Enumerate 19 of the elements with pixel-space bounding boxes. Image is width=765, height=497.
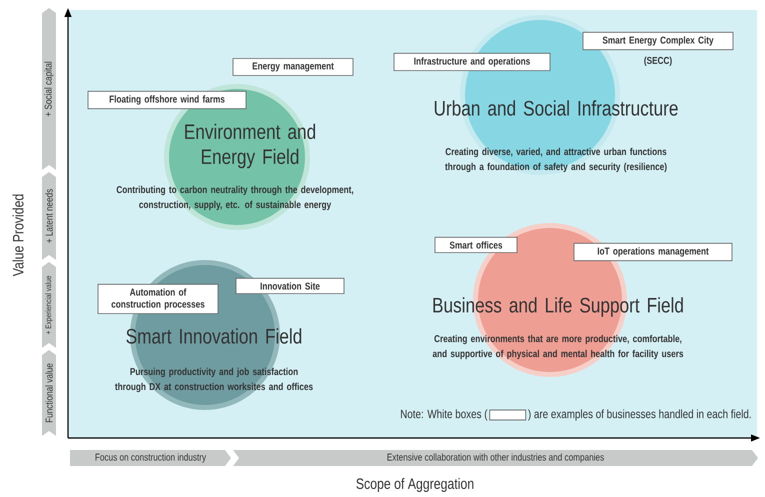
example-box: IoT operations management [574, 242, 732, 262]
axis-chevron: Functional value [42, 350, 56, 436]
box-caption: (SECC) [644, 56, 672, 66]
example-box: Smart offices [434, 236, 518, 254]
example-box: Innovation Site [236, 278, 344, 294]
note-text: Note: White boxes ( ) are examples of businesses handled in each field. [401, 409, 751, 421]
label: ) are examples of businesses handled in each field. [528, 409, 751, 421]
axis-chevron: + Social capital [42, 8, 56, 170]
axis-chevron: Extensive collaboration with other industries and companies [233, 450, 758, 466]
axis-chevron: + Latent needs [42, 172, 56, 260]
example-box: Smart Energy Complex City [582, 32, 734, 50]
example-box: Infrastructure and operations [394, 52, 550, 72]
example-box: Automation of construction processes [98, 284, 218, 314]
axis-chevron: + Experiencial value [42, 262, 56, 348]
example-box: Energy management [232, 58, 354, 76]
label: Note: White boxes ( [401, 409, 488, 421]
axis-chevron: Focus on construction industry [70, 450, 231, 466]
axis-title: Value Provided [12, 194, 24, 276]
example-box: Floating offshore wind farms [88, 90, 246, 110]
